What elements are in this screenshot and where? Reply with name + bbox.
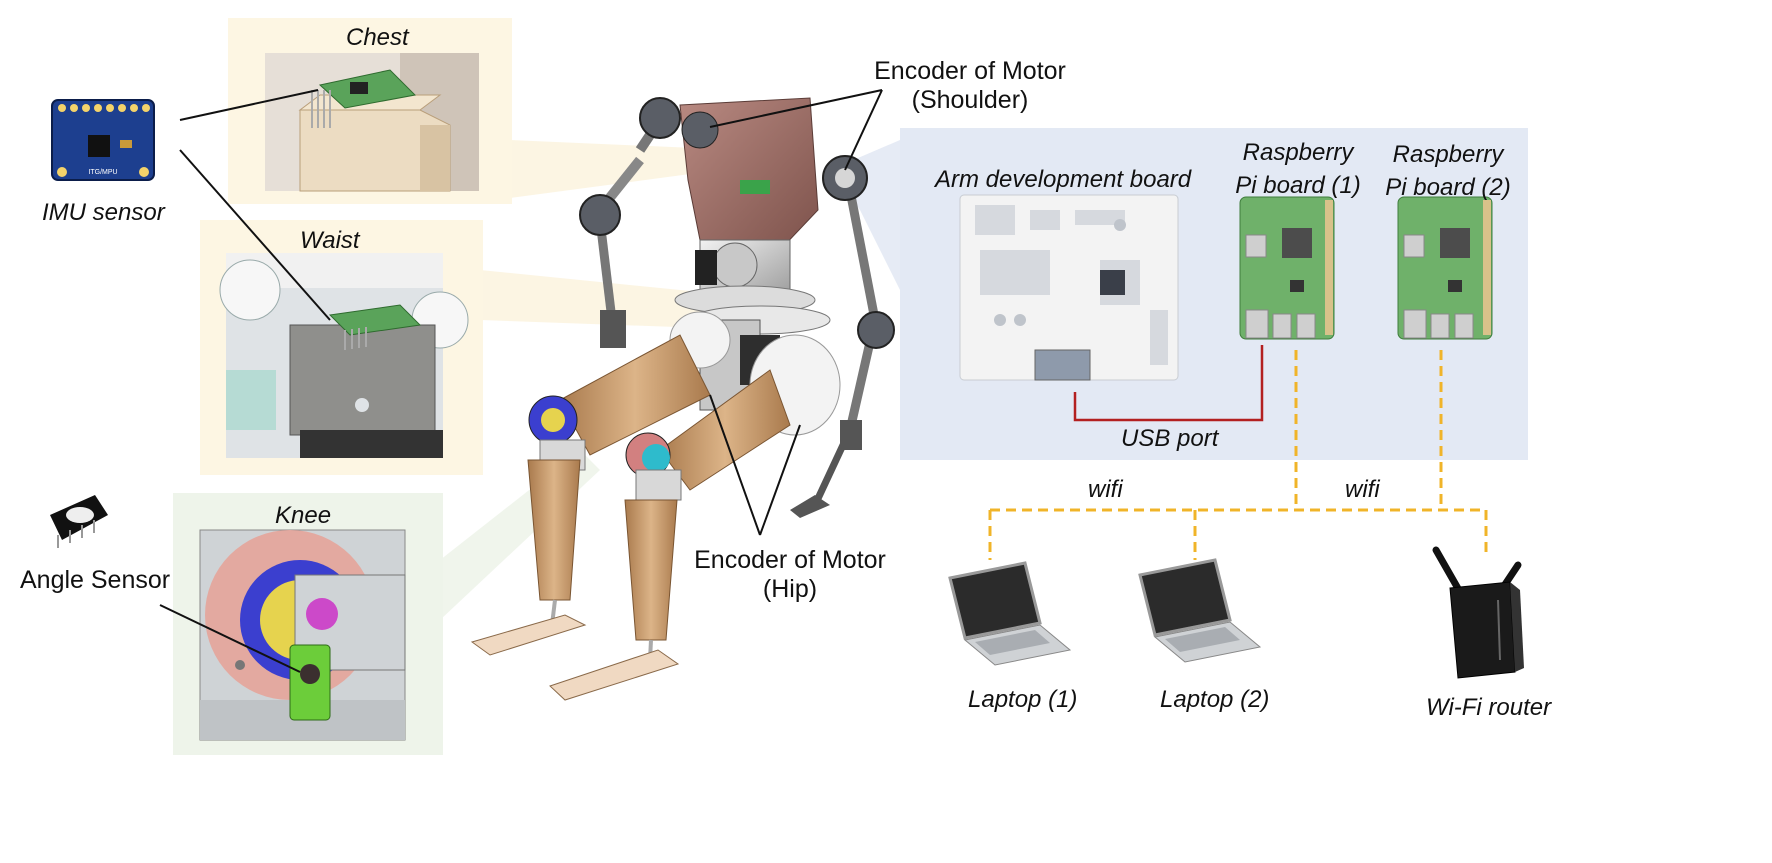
raspberry-pi-1-image [1239, 196, 1335, 340]
imu-chip-text: ITG/MPU [88, 169, 117, 176]
wifi-right-label: wifi [1345, 476, 1380, 503]
rpi2-line1: Raspberry [1392, 141, 1504, 168]
imu-sensor-label: IMU sensor [42, 199, 165, 226]
rpi2-line2: Pi board (2) [1385, 174, 1511, 201]
encoder-shoulder-label: Encoder of Motor (Shoulder) [870, 57, 1070, 115]
hardware-panel [900, 128, 1528, 460]
encoder-hip-label: Encoder of Motor (Hip) [690, 546, 890, 604]
wifi-network-lines [988, 350, 1488, 560]
raspberry-pi-2-image [1397, 196, 1493, 340]
angle-sensor-image [50, 495, 108, 548]
encoder-hip-line2: (Hip) [762, 575, 818, 603]
encoder-shoulder-line1: Encoder of Motor [874, 57, 1066, 85]
laptop-2-label: Laptop (2) [1160, 686, 1270, 713]
robot-model [470, 97, 895, 701]
waist-panel [200, 220, 483, 475]
wifi-left-label: wifi [1088, 476, 1123, 503]
chest-beam [510, 140, 740, 198]
encoder-shoulder-line2: (Shoulder) [911, 86, 1029, 114]
rpi1-line1: Raspberry [1242, 139, 1354, 166]
raspberry-pi-1-label: Raspberry Pi board (1) [1228, 136, 1368, 202]
usb-port-label: USB port [1121, 425, 1219, 452]
raspberry-pi-2-label: Raspberry Pi board (2) [1378, 138, 1518, 204]
waist-label: Waist [300, 227, 360, 254]
arm-board-image [959, 194, 1179, 381]
laptop-1-label: Laptop (1) [968, 686, 1078, 713]
imu-sensor-image: ITG/MPU [51, 99, 155, 181]
usb-connection-line [1073, 345, 1264, 422]
laptop-2-image [1138, 558, 1262, 663]
leader-lines [159, 89, 883, 673]
router-label: Wi-Fi router [1426, 694, 1552, 721]
chest-label: Chest [346, 24, 409, 51]
knee-panel [173, 493, 443, 755]
angle-sensor-label: Angle Sensor [20, 566, 171, 594]
arm-board-label: Arm development board [935, 166, 1192, 193]
knee-label: Knee [275, 502, 332, 529]
chest-panel [228, 18, 512, 204]
encoder-hip-line1: Encoder of Motor [694, 546, 886, 574]
router-image [1432, 546, 1524, 679]
laptop-1-image [948, 561, 1072, 666]
rpi1-line2: Pi board (1) [1235, 172, 1361, 199]
